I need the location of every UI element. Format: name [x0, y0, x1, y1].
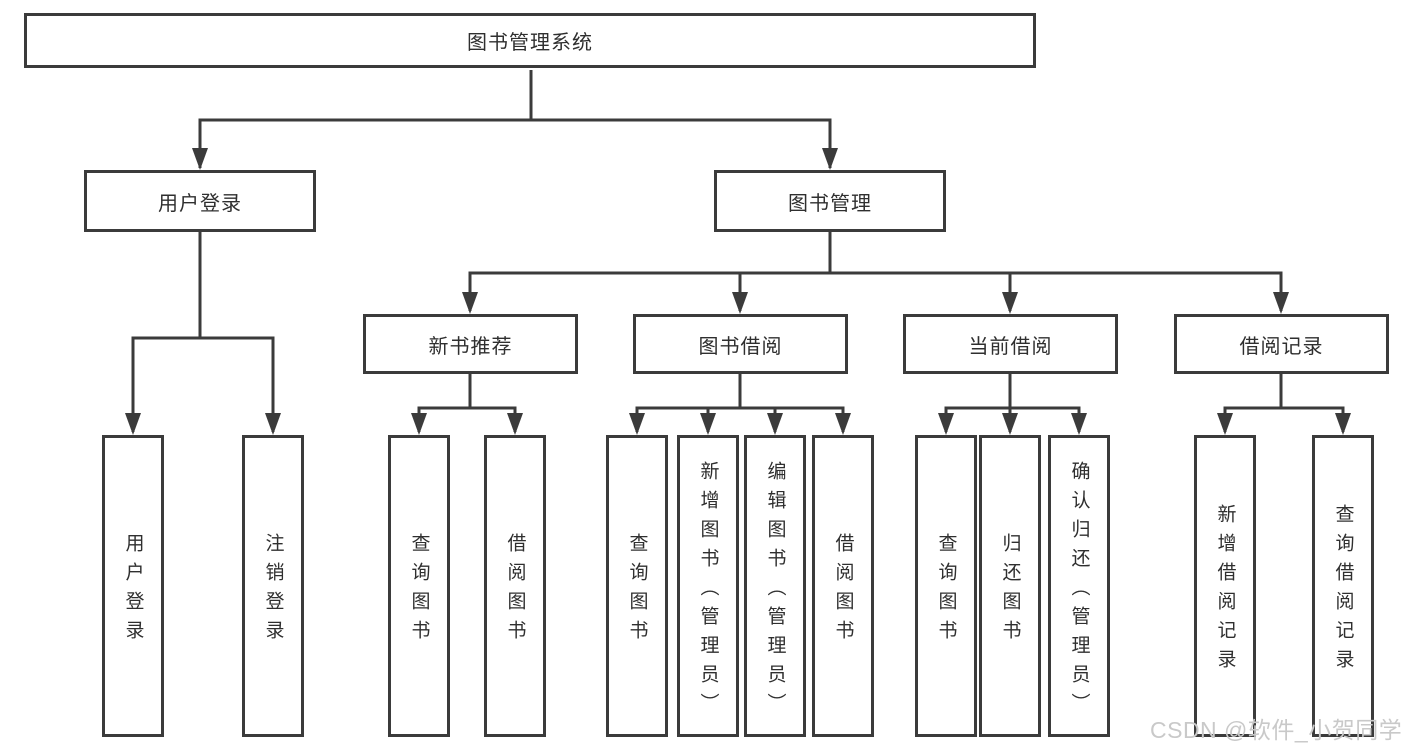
node-label: 查询借阅记录	[1332, 504, 1354, 678]
node-label: 新增图书（管理员）	[697, 460, 719, 722]
leaf-query-books-recommend: 查询图书	[388, 435, 450, 737]
node-label: 当前借阅	[968, 335, 1053, 358]
leaf-user-login: 用户登录	[102, 435, 164, 737]
node-user-login: 用户登录	[84, 170, 316, 232]
node-label: 查询图书	[626, 533, 648, 649]
node-label: 编辑图书（管理员）	[764, 460, 786, 722]
node-book-borrowing: 图书借阅	[633, 314, 848, 374]
node-book-management: 图书管理	[714, 170, 946, 232]
node-root: 图书管理系统	[24, 13, 1036, 68]
node-label: 用户登录	[122, 533, 144, 649]
node-label: 新增借阅记录	[1214, 504, 1236, 678]
leaf-query-books-current: 查询图书	[915, 435, 977, 737]
leaf-borrow-books-recommend: 借阅图书	[484, 435, 546, 737]
leaf-edit-book-admin: 编辑图书（管理员）	[744, 435, 806, 737]
node-label: 借阅记录	[1239, 335, 1324, 358]
node-label: 用户登录	[158, 192, 242, 215]
leaf-query-borrow-record: 查询借阅记录	[1312, 435, 1374, 737]
leaf-return-books: 归还图书	[979, 435, 1041, 737]
node-current-borrowing: 当前借阅	[903, 314, 1118, 374]
node-label: 确认归还（管理员）	[1068, 460, 1090, 722]
node-label: 借阅图书	[504, 533, 526, 649]
node-label: 借阅图书	[832, 533, 854, 649]
node-label: 归还图书	[999, 533, 1021, 649]
node-label: 注销登录	[262, 533, 284, 649]
watermark: CSDN @软件_小贺同学	[1150, 717, 1403, 743]
leaf-borrow-books-borrowing: 借阅图书	[812, 435, 874, 737]
node-label: 图书借阅	[698, 335, 783, 358]
node-label: 图书管理系统	[467, 32, 593, 54]
node-new-book-recommendation: 新书推荐	[363, 314, 578, 374]
leaf-add-borrow-record: 新增借阅记录	[1194, 435, 1256, 737]
node-label: 查询图书	[408, 533, 430, 649]
node-label: 图书管理	[788, 192, 872, 215]
node-label: 查询图书	[935, 533, 957, 649]
leaf-confirm-return-admin: 确认归还（管理员）	[1048, 435, 1110, 737]
node-label: 新书推荐	[428, 335, 513, 358]
leaf-logout: 注销登录	[242, 435, 304, 737]
leaf-query-books-borrowing: 查询图书	[606, 435, 668, 737]
leaf-add-book-admin: 新增图书（管理员）	[677, 435, 739, 737]
node-borrowing-records: 借阅记录	[1174, 314, 1389, 374]
